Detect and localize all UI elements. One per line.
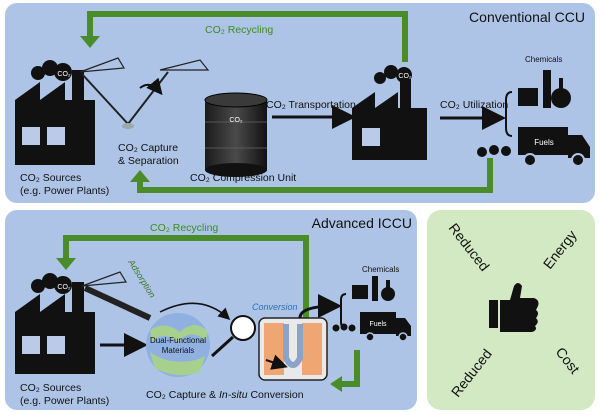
- sources-label: CO₂ Sources: [20, 172, 81, 184]
- advanced-sources-sub-label: (e.g. Power Plants): [20, 395, 109, 407]
- magnifier-icon: [210, 315, 256, 358]
- reactor-output-arrow: [298, 294, 342, 319]
- dfm-sphere-icon: [146, 313, 210, 377]
- advanced-fuels-truck-icon: Fuels: [360, 312, 411, 342]
- compression-drum-icon: CO₂: [204, 92, 268, 177]
- advanced-factory-icon: CO₂: [15, 273, 95, 374]
- advanced-chemicals-label: Chemicals: [362, 265, 399, 274]
- fuels-truck-icon: Fuels: [518, 127, 590, 167]
- advanced-chemicals-icon: [352, 276, 395, 301]
- fuel-bubbles-icon: [477, 145, 511, 157]
- recycling-label-top: CO₂ Recycling: [205, 24, 273, 36]
- advanced-title: Advanced ICCU: [312, 215, 412, 231]
- advanced-recycling-arrow: [63, 235, 309, 318]
- svg-text:CO₂: CO₂: [229, 117, 243, 124]
- advanced-sources-label: CO₂ Sources: [20, 382, 81, 394]
- smoke-cloud-icon: CO₂: [31, 60, 72, 81]
- conventional-title: Conventional CCU: [469, 9, 585, 25]
- reactor-icon: [258, 317, 328, 381]
- advanced-recycling-label: CO₂ Recycling: [150, 222, 218, 234]
- thumbs-up-icon: [489, 283, 539, 332]
- conversion-label: Conversion: [252, 302, 298, 312]
- advanced-return-arrow: [338, 350, 360, 387]
- svg-text:CO₂: CO₂: [57, 71, 71, 78]
- advanced-fuel-bubbles-icon: [332, 323, 356, 332]
- factory-icon: [15, 70, 95, 165]
- conventional-panel: [5, 3, 595, 203]
- svg-text:Fuels: Fuels: [369, 321, 387, 328]
- adsorption-net-icon: [81, 271, 152, 321]
- dfm-curve-arrow: [159, 302, 231, 321]
- capture-net-icon: [79, 57, 210, 129]
- capture-label: CO₂ Capture: [118, 142, 178, 154]
- svg-text:CO₂: CO₂: [57, 284, 71, 291]
- utilization-factory-icon: CO₂: [352, 65, 427, 160]
- separation-label: & Separation: [118, 155, 179, 167]
- svg-text:CO₂: CO₂: [398, 73, 412, 80]
- sources-sub-label: (e.g. Power Plants): [20, 185, 109, 197]
- chemicals-label: Chemicals: [525, 55, 562, 64]
- chemicals-icon: [518, 70, 571, 108]
- return-arrow-bottom: [137, 158, 493, 193]
- dfm-label-2: Materials: [162, 346, 194, 355]
- utilization-label: CO₂ Utilization: [440, 99, 508, 111]
- dfm-label-1: Dual-Functional: [150, 336, 206, 345]
- capture-conversion-label: CO₂ Capture & In-situ Conversion: [146, 389, 304, 401]
- recycling-arrow-top: [87, 11, 408, 62]
- compression-label: CO₂ Compression Unit: [190, 172, 296, 184]
- transport-label: CO₂ Transportation: [266, 99, 356, 111]
- svg-text:Fuels: Fuels: [534, 138, 554, 147]
